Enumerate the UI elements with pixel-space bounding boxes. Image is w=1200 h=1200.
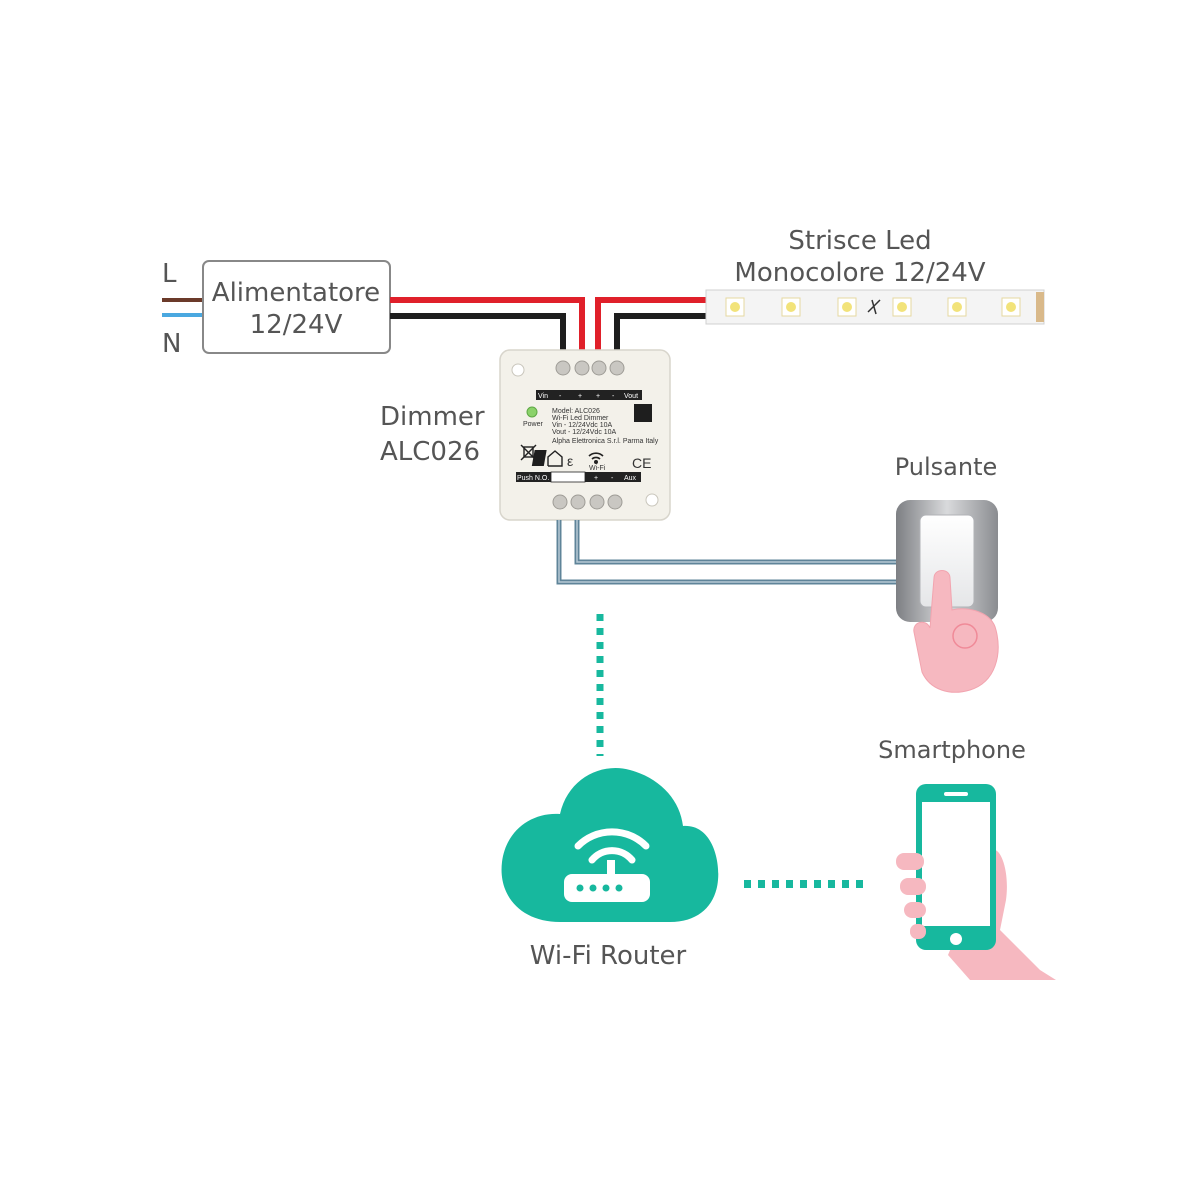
ce-mark: CE	[632, 455, 651, 471]
power-wires	[390, 297, 710, 352]
led-strip: Strisce Led Monocolore 12/24V	[705, 226, 1045, 325]
led-strip-label-line1: Strisce Led	[788, 226, 931, 256]
terminal-screw	[570, 494, 586, 510]
smartphone-label: Smartphone	[878, 736, 1026, 764]
wifi-icon	[588, 452, 604, 464]
terminal-minus-label: -	[612, 393, 615, 400]
mains-wires: L N	[162, 259, 205, 359]
pushbutton-wire	[574, 520, 898, 565]
indoor-use-icon	[547, 450, 563, 467]
cut-mark-icon	[867, 299, 881, 315]
neutral-label: N	[162, 329, 181, 359]
app-logo-icon	[531, 450, 547, 466]
push-legend-gap	[550, 471, 586, 483]
finger-press-icon	[913, 570, 999, 693]
line-label: L	[162, 259, 177, 289]
class-mark: ε	[567, 453, 573, 469]
strip-negative-wire	[614, 313, 710, 352]
phone-screen	[922, 802, 990, 926]
aux-plus-label: +	[594, 475, 598, 482]
power-label: Power	[523, 421, 544, 428]
phone-speaker-icon	[944, 792, 968, 796]
terminal-screw	[589, 494, 605, 510]
router-icon	[564, 828, 650, 902]
dimmer-label-line2: ALC026	[380, 437, 480, 467]
vout-rating-label: Vout - 12/24Vdc 10A	[552, 429, 617, 436]
supply-negative-wire	[390, 313, 566, 352]
strip-positive-wire	[595, 297, 710, 352]
brand-logo-icon	[634, 404, 652, 422]
led-chip-light	[952, 302, 962, 312]
terminal-screw	[574, 360, 590, 376]
aux-label: Aux	[624, 475, 637, 482]
aux-minus-label: -	[611, 475, 614, 482]
power-supply-label-line2: 12/24V	[250, 310, 343, 340]
dimmer-label-line1: Dimmer	[380, 402, 485, 432]
registered-mark-icon	[952, 623, 978, 649]
vout-label: Vout	[624, 393, 638, 400]
power-led-icon	[526, 406, 538, 418]
mounting-hole-icon	[511, 363, 525, 377]
aux-legend-bar	[585, 472, 641, 482]
terminal-screw	[609, 360, 625, 376]
maker-label: Alpha Elettronica S.r.l. Parma Italy	[552, 438, 659, 445]
led-chip-light	[842, 302, 852, 312]
led-chips	[725, 297, 1021, 317]
led-chip-light	[730, 302, 740, 312]
top-terminals	[555, 360, 625, 376]
bottom-terminals	[552, 494, 623, 510]
led-chip-light	[786, 302, 796, 312]
vin-rating-label: Vin - 12/24Vdc 10A	[552, 422, 613, 429]
terminal-minus-label: -	[559, 393, 562, 400]
cloud-icon	[501, 767, 719, 922]
led-strip-label-line2: Monocolore 12/24V	[734, 258, 985, 288]
dimmer: Dimmer ALC026 Vin - + + - Vout Power Mod…	[380, 349, 671, 521]
pushbutton-wires-highlight	[558, 520, 898, 583]
pushbutton-wires	[556, 520, 898, 585]
terminal-screw	[555, 360, 571, 376]
supply-positive-wire	[390, 297, 585, 352]
terminal-screw	[607, 494, 623, 510]
mounting-hole-icon	[645, 493, 659, 507]
terminal-plus-label: +	[596, 393, 600, 400]
terminal-screw	[591, 360, 607, 376]
wifi-router: Wi-Fi Router	[501, 767, 719, 971]
wifi-label: Wi-Fi	[589, 465, 606, 472]
terminal-legend-bar	[536, 390, 642, 400]
description-label: Wi-Fi Led Dimmer	[552, 415, 609, 422]
push-label: Push N.O.	[517, 475, 549, 482]
strip-end-pad	[1036, 292, 1044, 322]
power-supply: Alimentatore 12/24V	[202, 260, 391, 354]
terminal-screw	[552, 494, 568, 510]
pushbutton-label: Pulsante	[895, 453, 998, 481]
power-supply-label-line1: Alimentatore	[212, 278, 380, 308]
push-legend-bar	[516, 472, 551, 482]
power-supply-box	[202, 260, 391, 354]
smartphone: Smartphone	[878, 736, 1056, 980]
led-chip-light	[1006, 302, 1016, 312]
phone-home-button-icon	[950, 933, 962, 945]
led-strip-tape	[705, 289, 1045, 325]
router-label: Wi-Fi Router	[530, 941, 687, 971]
pushbutton-wire	[556, 520, 898, 585]
pushbutton: Pulsante	[895, 453, 999, 693]
hand-fingers-icon	[896, 853, 926, 939]
model-label: Model: ALC026	[552, 408, 600, 415]
terminal-plus-label: +	[578, 393, 582, 400]
led-chip-light	[897, 302, 907, 312]
vin-label: Vin	[538, 393, 548, 400]
